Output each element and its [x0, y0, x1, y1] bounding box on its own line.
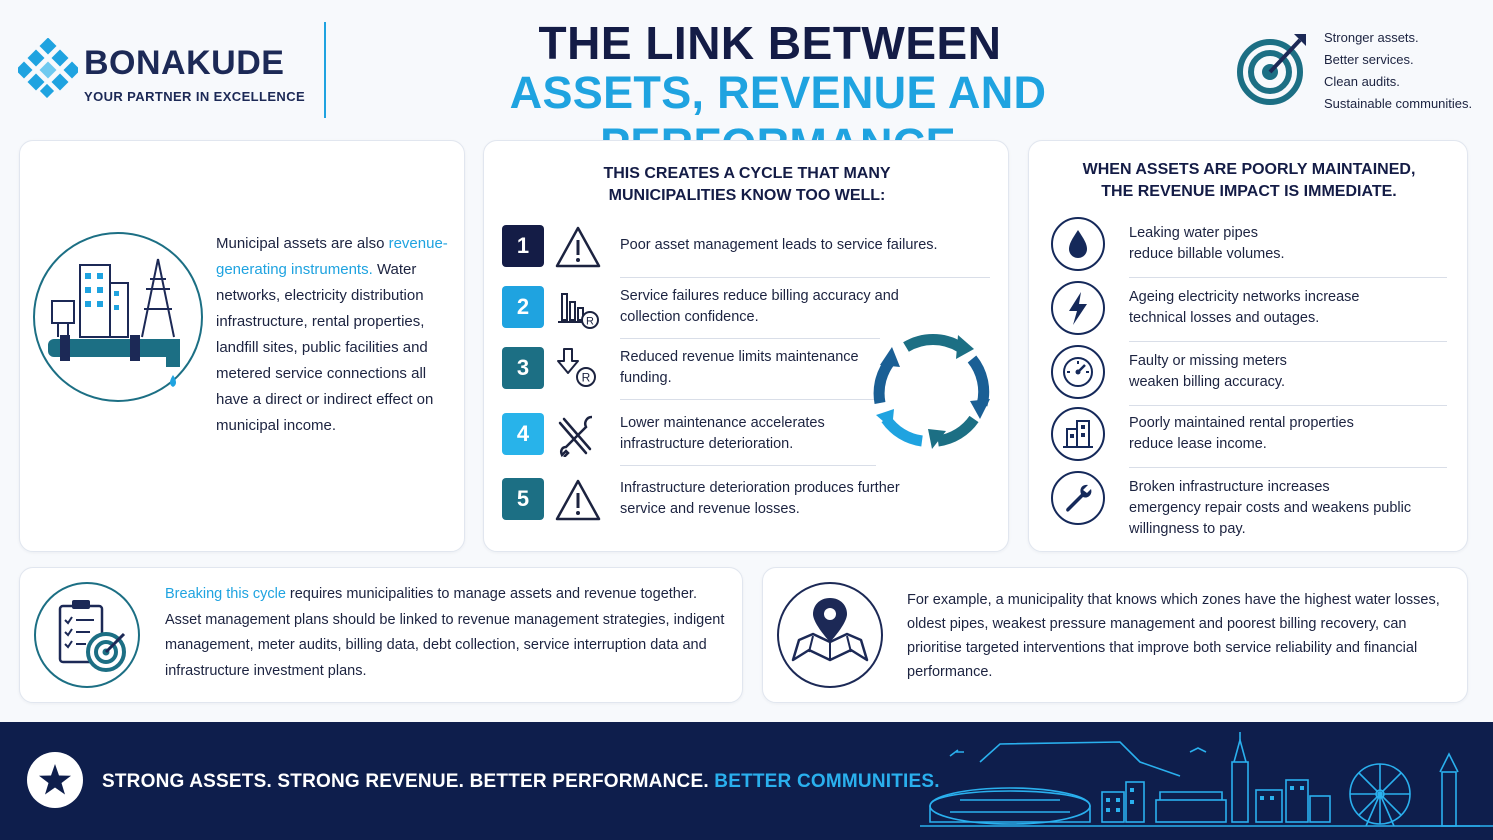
impact-item: Leaking water pipes reduce billable volu…: [1051, 217, 1451, 279]
cycle-step: 2 R Service failures reduce billing accu…: [502, 286, 992, 346]
cycle-card: THIS CREATES A CYCLE THAT MANY MUNICIPAL…: [483, 140, 1009, 552]
impact-divider: [1129, 341, 1447, 342]
checklist-target-icon: [34, 582, 140, 688]
cycle-step: 4 Lower maintenance accelerates infrastr…: [502, 413, 992, 473]
impact-text-line: weaken billing accuracy.: [1129, 374, 1286, 390]
revenue-down-icon: R: [557, 348, 596, 387]
cycle-step: 5 Infrastructure deterioration produces …: [502, 478, 992, 538]
header-divider: [324, 22, 326, 118]
brand-tagline: YOUR PARTNER IN EXCELLENCE: [84, 89, 306, 104]
breaking-highlight: Breaking this cycle: [165, 586, 286, 602]
city-skyline-icon: [920, 732, 1493, 827]
example-card: For example, a municipality that knows w…: [762, 567, 1468, 703]
impact-text-line: technical losses and outages.: [1129, 310, 1320, 326]
cycle-heading-line2: MUNICIPALITIES KNOW TOO WELL:: [608, 187, 886, 204]
footer-banner: STRONG ASSETS. STRONG REVENUE. BETTER PE…: [0, 722, 1493, 840]
slogan-line: Clean audits.: [1324, 74, 1400, 89]
impact-divider: [1129, 405, 1447, 406]
step-number: 3: [502, 347, 544, 389]
bonakude-logo-icon: [18, 38, 78, 98]
step-text: Service failures reduce billing accuracy…: [620, 288, 899, 325]
impact-text-line: Faulty or missing meters: [1129, 353, 1287, 369]
target-arrow-icon: [1237, 34, 1306, 105]
cycle-heading: THIS CREATES A CYCLE THAT MANY MUNICIPAL…: [484, 163, 1010, 207]
impact-text: Broken infrastructure increases emergenc…: [1129, 477, 1429, 540]
impact-text-line: Leaking water pipes: [1129, 225, 1258, 241]
impact-heading-line1: WHEN ASSETS ARE POORLY MAINTAINED,: [1082, 161, 1416, 178]
star-icon: [27, 752, 83, 808]
intro-card: Municipal assets are also revenue-genera…: [19, 140, 465, 552]
impact-divider: [1129, 467, 1447, 468]
warning-icon: [555, 479, 601, 521]
step-divider: [620, 399, 880, 400]
warning-icon: [555, 226, 601, 268]
impact-text-line: reduce billable volumes.: [1129, 246, 1285, 262]
impact-item: Faulty or missing meters weaken billing …: [1051, 345, 1451, 407]
impact-text: Poorly maintained rental properties redu…: [1129, 413, 1429, 455]
impact-text: Faulty or missing meters weaken billing …: [1129, 351, 1429, 393]
step-text: Lower maintenance accelerates infrastruc…: [620, 415, 825, 452]
brand-name: BONAKUDE: [84, 44, 285, 82]
impact-heading: WHEN ASSETS ARE POORLY MAINTAINED, THE R…: [1029, 159, 1469, 203]
footer-slogan-accent: BETTER COMMUNITIES.: [714, 771, 940, 792]
cycle-arrows-icon: [873, 333, 990, 449]
slogan-line: Stronger assets.: [1324, 30, 1419, 45]
step-number: 2: [502, 286, 544, 328]
step-number: 4: [502, 413, 544, 455]
tools-icon: [558, 415, 593, 457]
impact-heading-line2: THE REVENUE IMPACT IS IMMEDIATE.: [1101, 183, 1397, 200]
city-infrastructure-icon: [33, 232, 203, 402]
impact-text-line: reduce lease income.: [1129, 436, 1267, 452]
svg-text:R: R: [582, 371, 591, 385]
slogans: Stronger assets. Better services. Clean …: [1324, 27, 1472, 115]
step-divider: [620, 277, 990, 278]
impact-text-line: Poorly maintained rental properties: [1129, 415, 1354, 431]
breaking-text: Breaking this cycle requires municipalit…: [165, 582, 725, 684]
impact-item: Broken infrastructure increases emergenc…: [1051, 471, 1451, 537]
building-icon: [1051, 407, 1105, 461]
cycle-step: 1 Poor asset management leads to service…: [502, 225, 992, 285]
step-text: Reduced revenue limits maintenance fundi…: [620, 349, 859, 386]
page-title-line1: THE LINK BETWEEN: [538, 17, 1002, 69]
intro-body: Water networks, electricity distribution…: [216, 261, 434, 434]
meter-gauge-icon: [1051, 345, 1105, 399]
cycle-step: 3 R Reduced revenue limits maintenance f…: [502, 347, 992, 407]
footer-slogan: STRONG ASSETS. STRONG REVENUE. BETTER PE…: [102, 771, 940, 793]
header: BONAKUDE YOUR PARTNER IN EXCELLENCE THE …: [0, 0, 1493, 170]
step-divider: [620, 465, 876, 466]
impact-item: Ageing electricity networks increase tec…: [1051, 281, 1451, 343]
step-text: Poor asset management leads to service f…: [620, 237, 938, 253]
footer-slogan-main: STRONG ASSETS. STRONG REVENUE. BETTER PE…: [102, 771, 709, 792]
intro-lead: Municipal assets are also: [216, 235, 385, 252]
impact-text: Leaking water pipes reduce billable volu…: [1129, 223, 1429, 265]
impact-text-line: Ageing electricity networks increase: [1129, 289, 1360, 305]
breaking-body: requires municipalities to manage assets…: [165, 586, 725, 679]
cycle-heading-line1: THIS CREATES A CYCLE THAT MANY: [603, 165, 891, 182]
impact-card: WHEN ASSETS ARE POORLY MAINTAINED, THE R…: [1028, 140, 1468, 552]
map-pin-icon: [777, 582, 883, 688]
impact-text-line: emergency repair costs and weakens publi…: [1129, 500, 1412, 537]
step-number: 5: [502, 478, 544, 520]
impact-text-line: Broken infrastructure increases: [1129, 479, 1330, 495]
billing-chart-icon: R: [558, 293, 599, 329]
impact-item: Poorly maintained rental properties redu…: [1051, 407, 1451, 469]
intro-highlight: revenue-generating instruments.: [216, 235, 448, 278]
impact-text: Ageing electricity networks increase tec…: [1129, 287, 1429, 329]
example-text: For example, a municipality that knows w…: [907, 592, 1440, 680]
water-drop-icon: [1051, 217, 1105, 271]
step-divider: [620, 338, 880, 339]
slogan-line: Better services.: [1324, 52, 1414, 67]
intro-text: Municipal assets are also revenue-genera…: [216, 231, 461, 439]
lightning-icon: [1051, 281, 1105, 335]
svg-text:R: R: [586, 316, 594, 328]
wrench-icon: [1051, 471, 1105, 525]
breaking-cycle-card: Breaking this cycle requires municipalit…: [19, 567, 743, 703]
step-number: 1: [502, 225, 544, 267]
impact-divider: [1129, 277, 1447, 278]
slogan-line: Sustainable communities.: [1324, 96, 1473, 111]
step-text: Infrastructure deterioration produces fu…: [620, 480, 900, 517]
